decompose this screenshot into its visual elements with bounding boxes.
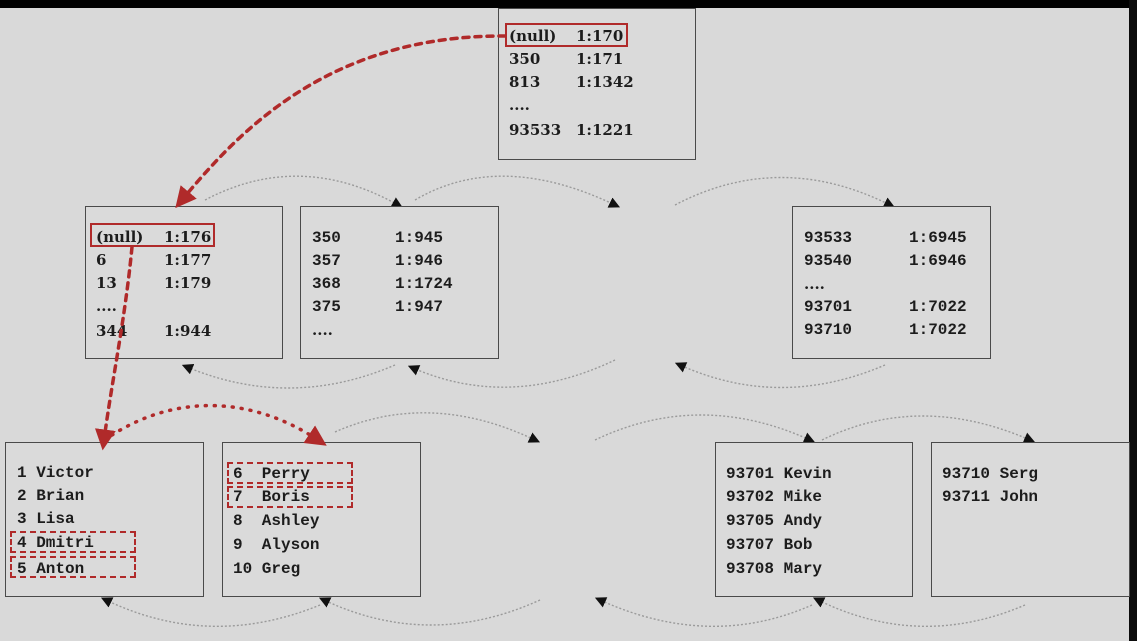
row-key: 93533 (804, 229, 853, 247)
sibling-link-arc (100, 597, 321, 627)
leaf-row: 93708 Mary (726, 560, 823, 578)
sibling-link-arc (821, 415, 1036, 443)
leaf-row: 93707 Bob (726, 536, 813, 554)
sibling-link-arc (674, 362, 886, 389)
top-border (0, 0, 1137, 8)
row-key: 813 (509, 73, 541, 91)
leaf-row: 93710 Serg (942, 465, 1039, 483)
sibling-link-arc (594, 414, 816, 443)
row-pointer: 1:946 (395, 252, 444, 270)
leaf-row: 8 Ashley (233, 512, 320, 530)
row-pointer: 1:177 (164, 251, 212, 269)
row-pointer: 1:6946 (909, 252, 967, 270)
leaf-row: 2 Brian (17, 487, 85, 505)
intermediate-page-2: 350 1:945 357 1:946 368 1:1724 375 1:947… (300, 206, 499, 359)
leaf-row: 7 Boris (233, 488, 310, 506)
intermediate-page-3: 93533 1:6945 93540 1:6946 .... 93701 1:7… (792, 206, 991, 359)
intermediate-page-1: (null) 1:176 6 1:177 13 1:179 .... 344 1… (85, 206, 283, 359)
row-key: 13 (96, 274, 117, 292)
leaf-row: 3 Lisa (17, 510, 75, 528)
row-pointer: 1:6945 (909, 229, 967, 247)
row-key: 375 (312, 298, 341, 316)
row-pointer: 1:1724 (395, 275, 453, 293)
leaf-row: 1 Victor (17, 464, 94, 482)
leaf-page-4: 93710 Serg 93711 John (931, 442, 1130, 597)
row-key: 368 (312, 275, 341, 293)
row-pointer: 1:179 (164, 274, 212, 292)
traversal-arrow-root-to-intermediate (175, 34, 507, 209)
sibling-link-arc (674, 176, 896, 208)
leaf-row: 5 Anton (17, 560, 85, 578)
leaf-row: 93711 John (942, 488, 1039, 506)
row-key: .... (312, 321, 333, 339)
row-pointer: 1:1342 (576, 73, 634, 91)
row-pointer: 1:947 (395, 298, 444, 316)
leaf-row: 93702 Mike (726, 488, 823, 506)
row-pointer: 1:170 (576, 27, 624, 45)
leaf-highlight-box (10, 556, 136, 578)
right-border (1129, 0, 1137, 641)
sibling-link-arc (594, 597, 813, 627)
row-pointer: 1:7022 (909, 298, 967, 316)
row-key: 350 (312, 229, 341, 247)
leaf-page-3: 93701 Kevin 93702 Mike 93705 Andy 93707 … (715, 442, 913, 597)
row-key: 6 (96, 251, 107, 269)
row-key: 93533 (509, 121, 562, 139)
root-page: (null) 1:170 350 1:171 813 1:1342 .... 9… (498, 8, 696, 160)
row-key: .... (804, 275, 825, 293)
sibling-link-arc (204, 175, 403, 208)
traversal-arrow-intermediate-to-leaf (94, 245, 134, 451)
row-key: 93710 (804, 321, 853, 339)
row-key: 93701 (804, 298, 853, 316)
traversal-arrow-leaf-to-leaf (110, 403, 327, 446)
row-pointer: 1:945 (395, 229, 444, 247)
row-pointer: 1:171 (576, 50, 624, 68)
row-key: .... (509, 96, 530, 114)
sibling-link-arc (334, 412, 541, 443)
intermediate-highlight-box (90, 223, 215, 247)
leaf-highlight-box (227, 486, 353, 508)
leaf-row: 10 Greg (233, 560, 301, 578)
row-key: 93540 (804, 252, 853, 270)
row-key: (null) (96, 228, 144, 246)
row-pointer: 1:7022 (909, 321, 967, 339)
row-pointer: 1:944 (164, 322, 212, 340)
leaf-row: 93705 Andy (726, 512, 823, 530)
row-key: 357 (312, 252, 341, 270)
row-key: .... (96, 297, 117, 315)
leaf-row: 9 Alyson (233, 536, 320, 554)
sibling-link-arc (414, 175, 621, 208)
row-pointer: 1:176 (164, 228, 212, 246)
leaf-row: 93701 Kevin (726, 465, 832, 483)
sibling-link-arc (318, 597, 541, 626)
row-pointer: 1:1221 (576, 121, 634, 139)
leaf-highlight-box (227, 462, 353, 484)
row-key: (null) (509, 27, 557, 45)
leaf-row: 4 Dmitri (17, 534, 94, 552)
row-key: 350 (509, 50, 541, 68)
leaf-row: 6 Perry (233, 465, 310, 483)
leaf-highlight-box (10, 531, 136, 553)
